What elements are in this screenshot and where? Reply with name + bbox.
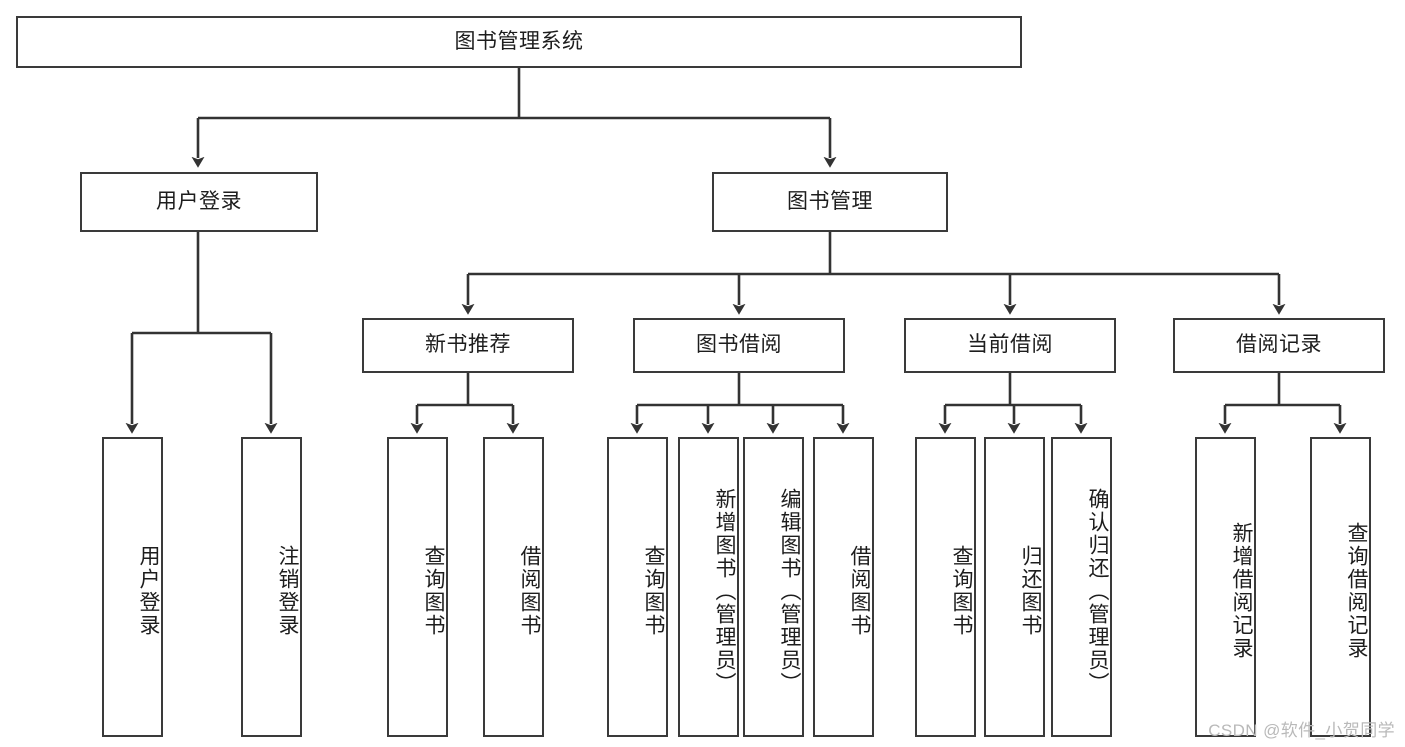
node-leaf-edit-book-label: 编辑图书（管理员） bbox=[778, 487, 801, 695]
node-root[interactable]: 图书管理系统 bbox=[16, 16, 1022, 68]
node-leaf-query-book-2[interactable]: 查询图书 bbox=[607, 437, 668, 737]
node-leaf-borrow-book-1-label: 借阅图书 bbox=[518, 545, 541, 637]
node-leaf-logout-label: 注销登录 bbox=[276, 545, 299, 637]
node-user-login-label: 用户登录 bbox=[156, 189, 242, 213]
node-book-manage[interactable]: 图书管理 bbox=[712, 172, 948, 232]
node-book-borrow[interactable]: 图书借阅 bbox=[633, 318, 845, 373]
node-leaf-user-login[interactable]: 用户登录 bbox=[102, 437, 163, 737]
node-leaf-query-record-label: 查询借阅记录 bbox=[1345, 522, 1368, 660]
node-borrow-record[interactable]: 借阅记录 bbox=[1173, 318, 1385, 373]
node-leaf-borrow-book-1[interactable]: 借阅图书 bbox=[483, 437, 544, 737]
node-borrow-record-label: 借阅记录 bbox=[1236, 333, 1322, 357]
node-leaf-confirm-return-label: 确认归还（管理员） bbox=[1086, 487, 1109, 695]
node-leaf-edit-book[interactable]: 编辑图书（管理员） bbox=[743, 437, 804, 737]
node-leaf-confirm-return[interactable]: 确认归还（管理员） bbox=[1051, 437, 1112, 737]
node-leaf-logout[interactable]: 注销登录 bbox=[241, 437, 302, 737]
node-leaf-user-login-label: 用户登录 bbox=[137, 545, 160, 637]
node-leaf-add-record-label: 新增借阅记录 bbox=[1230, 522, 1253, 660]
node-current-borrow[interactable]: 当前借阅 bbox=[904, 318, 1116, 373]
watermark-text: CSDN @软件_小贺同学 bbox=[1208, 721, 1395, 740]
node-leaf-query-book-3-label: 查询图书 bbox=[950, 545, 973, 637]
node-leaf-query-record[interactable]: 查询借阅记录 bbox=[1310, 437, 1371, 737]
node-user-login[interactable]: 用户登录 bbox=[80, 172, 318, 232]
node-leaf-add-record[interactable]: 新增借阅记录 bbox=[1195, 437, 1256, 737]
node-root-label: 图书管理系统 bbox=[454, 29, 584, 53]
node-book-borrow-label: 图书借阅 bbox=[696, 333, 782, 357]
node-book-manage-label: 图书管理 bbox=[787, 189, 873, 213]
node-leaf-borrow-book-2[interactable]: 借阅图书 bbox=[813, 437, 874, 737]
node-leaf-return-book[interactable]: 归还图书 bbox=[984, 437, 1045, 737]
node-new-book-rec-label: 新书推荐 bbox=[425, 333, 511, 357]
node-leaf-add-book-label: 新增图书（管理员） bbox=[713, 487, 736, 695]
node-leaf-query-book-2-label: 查询图书 bbox=[642, 545, 665, 637]
node-leaf-query-book-1-label: 查询图书 bbox=[422, 545, 445, 637]
node-leaf-query-book-3[interactable]: 查询图书 bbox=[915, 437, 976, 737]
node-leaf-add-book[interactable]: 新增图书（管理员） bbox=[678, 437, 739, 737]
node-leaf-return-book-label: 归还图书 bbox=[1019, 545, 1042, 637]
node-leaf-borrow-book-2-label: 借阅图书 bbox=[848, 545, 871, 637]
node-new-book-rec[interactable]: 新书推荐 bbox=[362, 318, 574, 373]
node-leaf-query-book-1[interactable]: 查询图书 bbox=[387, 437, 448, 737]
node-current-borrow-label: 当前借阅 bbox=[967, 333, 1053, 357]
